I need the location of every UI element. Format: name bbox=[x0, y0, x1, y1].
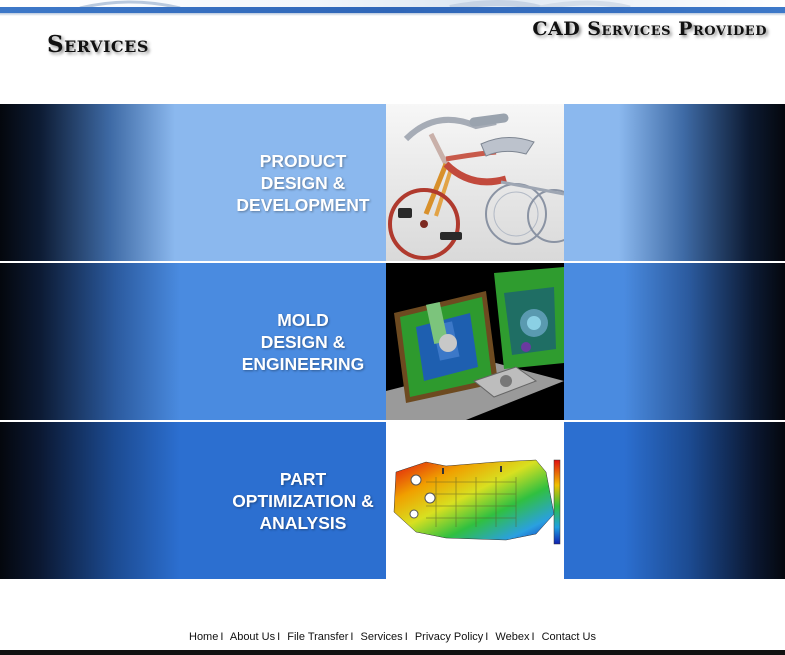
footer-bar bbox=[0, 650, 785, 655]
page-title: Services bbox=[47, 31, 149, 58]
tricycle-render-image bbox=[386, 104, 564, 261]
header-bar bbox=[0, 7, 785, 13]
footer-link-privacy-policy[interactable]: Privacy Policy bbox=[414, 631, 484, 643]
stress-analysis-image bbox=[386, 422, 564, 579]
footer-link-contact-us[interactable]: Contact Us bbox=[541, 631, 596, 643]
service-label: MOLD DESIGN & ENGINEERING bbox=[241, 310, 365, 374]
page-subtitle: CAD Services Provided bbox=[532, 18, 767, 40]
service-label: PRODUCT DESIGN & DEVELOPMENT bbox=[236, 151, 370, 215]
footer-link-services[interactable]: Services bbox=[360, 631, 403, 643]
service-product-design[interactable]: PRODUCT DESIGN & DEVELOPMENT bbox=[0, 104, 785, 261]
service-label: PART OPTIMIZATION & ANALYSIS bbox=[232, 469, 374, 533]
service-part-optimization[interactable]: PART OPTIMIZATION & ANALYSIS bbox=[0, 422, 785, 579]
footer-link-webex[interactable]: Webex bbox=[495, 631, 530, 643]
footer-link-home[interactable]: Home bbox=[189, 631, 219, 643]
header-swirl-graphic bbox=[79, 0, 631, 8]
footer-link-about-us[interactable]: About Us bbox=[229, 631, 276, 643]
mold-assembly-image bbox=[386, 263, 564, 420]
service-mold-design[interactable]: MOLD DESIGN & ENGINEERING bbox=[0, 263, 785, 420]
footer-link-file-transfer[interactable]: File Transfer bbox=[287, 631, 349, 643]
